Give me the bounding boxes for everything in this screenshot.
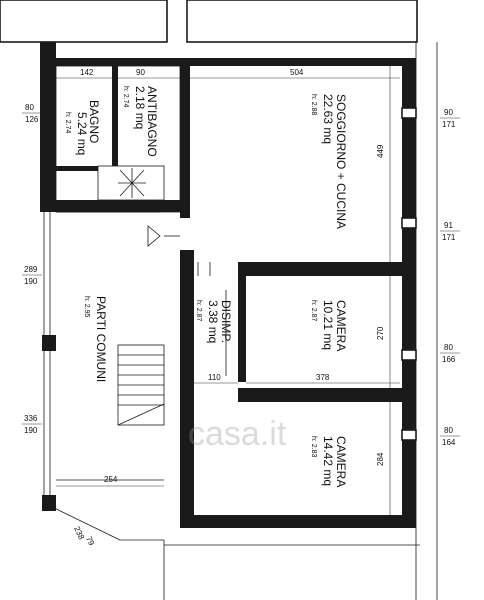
common-area [42, 211, 165, 541]
dim-90-top: 90 [136, 68, 145, 77]
soggiorno-area: 22.63 mq [321, 94, 335, 144]
bottom-walls [163, 540, 420, 600]
camera2-height: h: 2.83 [310, 436, 317, 458]
camera2-name: CAMERA [334, 436, 348, 487]
win-r4-top: 80 [444, 426, 453, 435]
parti-comuni-height: h: 2.95 [83, 296, 90, 318]
exterior-walls [40, 42, 416, 528]
room-camera-2: CAMERA 14.42 mq h: 2.83 [310, 436, 348, 487]
room-soggiorno: SOGGIORNO + CUCINA 22.63 mq h: 2.88 [310, 94, 348, 229]
room-antibagno: ANTIBAGNO 2.18 mq h: 2.74 [122, 86, 159, 157]
right-windows [401, 42, 438, 600]
win-r3-bottom: 166 [442, 355, 456, 364]
win-l1-bottom: 190 [24, 277, 38, 286]
dim-142: 142 [80, 68, 94, 77]
bagno-name: BAGNO [87, 100, 101, 143]
antibagno-name: ANTIBAGNO [145, 86, 159, 157]
win-r1-top: 90 [444, 108, 453, 117]
interior-walls [147, 225, 404, 528]
win-l2-bottom: 190 [24, 426, 38, 435]
disimpegno-height: h: 2.87 [195, 300, 202, 322]
room-parti-comuni: PARTI COMUNI h: 2.95 [83, 296, 108, 382]
parti-comuni-name: PARTI COMUNI [94, 296, 108, 382]
antibagno-height: h: 2.74 [122, 86, 129, 108]
win-bottom-top: 79 [84, 535, 96, 547]
win-r3-top: 80 [444, 343, 453, 352]
bagno-area: 5.24 mq [75, 112, 89, 155]
dimension-lines [56, 66, 400, 515]
soggiorno-height: h: 2.88 [310, 94, 317, 116]
soggiorno-name: SOGGIORNO + CUCINA [334, 94, 348, 229]
win-r2-top: 91 [444, 221, 453, 230]
dim-378: 378 [316, 373, 330, 382]
win-bagno-bottom: 126 [25, 115, 39, 124]
dim-110: 110 [208, 373, 221, 382]
room-disimpegno: DISIMP. 3.38 mq h: 2.87 [195, 300, 233, 343]
dim-449: 449 [376, 144, 385, 158]
dim-284: 284 [376, 452, 385, 466]
top-walls [0, 0, 418, 43]
dimension-labels: 142 90 504 449 270 284 110 378 254 80 12… [22, 68, 460, 547]
disimpegno-name: DISIMP. [219, 300, 233, 343]
dim-504: 504 [290, 68, 304, 77]
disimpegno-area: 3.38 mq [206, 300, 220, 343]
watermark-logo: casa.it [188, 415, 287, 453]
bath-block [55, 65, 186, 213]
camera2-area: 14.42 mq [321, 436, 335, 486]
win-l2-top: 336 [24, 414, 38, 423]
win-l1-top: 289 [24, 265, 38, 274]
room-camera-1: CAMERA 10.21 mq h: 2.87 [310, 300, 348, 351]
room-bagno: BAGNO 5.24 mq h: 2.74 [64, 100, 101, 155]
antibagno-area: 2.18 mq [133, 86, 147, 129]
dim-254: 254 [104, 475, 118, 484]
win-r1-bottom: 171 [442, 120, 456, 129]
bagno-height: h: 2.74 [64, 112, 71, 134]
win-bagno-top: 80 [25, 103, 34, 112]
dim-270: 270 [376, 326, 385, 340]
camera1-area: 10.21 mq [321, 300, 335, 350]
win-r2-bottom: 171 [442, 233, 456, 242]
camera1-height: h: 2.87 [310, 300, 317, 322]
camera1-name: CAMERA [334, 300, 348, 351]
win-r4-bottom: 164 [442, 438, 456, 447]
win-bottom-bottom: 238 [72, 525, 86, 541]
